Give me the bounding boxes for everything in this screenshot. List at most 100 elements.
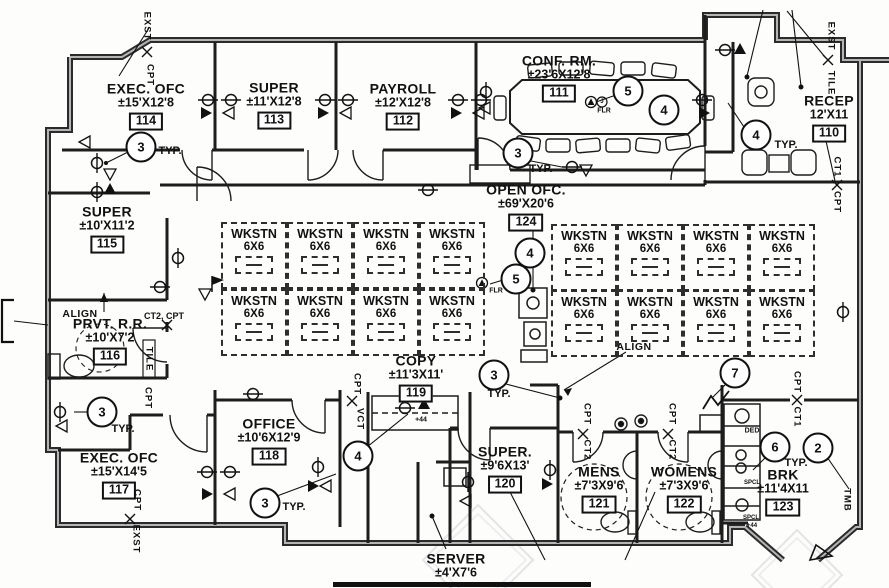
room-label-119: COPY ±11'3X11' 119 [389,353,443,403]
finish-tag-ct1: CT1 [791,406,803,428]
wkstn-desk [433,256,471,275]
wkstn-desk [235,323,273,342]
casework [371,287,761,521]
watermark-diamonds [421,503,844,588]
room-dims: ±10'6X12'9 [237,430,301,445]
room-label-115: SUPER ±10'X11'2 115 [79,204,135,254]
finish-tag-cpt: CPT [351,373,363,395]
room-label-118: OFFICE ±10'6X12'9 118 [237,416,301,466]
room-dims: ±12'X12'8 [375,95,431,110]
finish-tag-cpt: CPT [831,191,843,213]
room-number: 122 [666,495,702,514]
wkstn-size: 6X6 [573,243,595,256]
callout-bubble: 3 [478,359,510,391]
wkstn-size: 6X6 [243,308,265,321]
wkstn-label: WKSTN [693,229,739,243]
room-label-123: BRK ±11'4X11 123 [757,467,809,517]
room-number: 111 [542,84,576,103]
wkstn-size: 6X6 [375,308,397,321]
wkstn-size: 6X6 [375,241,397,254]
finish-tag-vct: VCT [354,408,366,430]
room-name: EXEC. OFC [79,449,159,466]
wkstn-label: WKSTN [759,295,805,309]
room-label-116: PRVT. R.R. ±10'X7'2 116 [72,315,148,366]
finish-tag-exst: EXST [130,524,142,554]
wkstn-size: 6X6 [771,309,793,322]
typ-label: TYP. [774,139,798,151]
room-name: PAYROLL [369,80,437,97]
conference-chairs [493,60,715,154]
wkstn-label: WKSTN [429,294,475,308]
callout-bubble: 3 [249,487,281,519]
finish-tag-ct2: CT2 [666,439,678,461]
room-name: SUPER [249,79,299,96]
scan-artifacts [0,298,591,587]
room-name: CONF. RM. [521,52,597,69]
wkstn-desk [565,258,603,277]
wkstn-label: WKSTN [561,295,607,309]
wkstn-size: 6X6 [441,308,463,321]
wkstn-size: 6X6 [309,241,331,254]
restroom-fixtures [47,323,723,535]
wkstn-size: 6X6 [771,243,793,256]
wkstn-desk [367,323,405,342]
room-number: 124 [508,213,544,232]
room-name: SUPER. [478,443,532,460]
finish-tag-tile: TILE [143,346,155,372]
entry-arrow-icon [808,543,835,562]
finish-tag-cpt: CPT [791,371,803,393]
room-name: RECEP [804,92,854,109]
typ-label: TYP. [529,163,553,175]
flr-label: FLR [597,107,611,115]
align-label: ALIGN [616,341,652,353]
wkstn-label: WKSTN [693,295,739,309]
room-name: MENS [578,463,620,480]
leader-dots [100,74,804,519]
typ-label: TYP. [282,501,306,513]
room-number: 123 [765,498,801,517]
room-name: PRVT. R.R. [72,315,148,332]
room-dims: ±11'X12'8 [246,94,302,109]
room-dims: ±11'4X11 [757,481,809,496]
room-number: 114 [128,112,164,131]
wkstn-desk [763,324,801,343]
junction-label: J [600,99,604,105]
room-number: 118 [251,447,287,466]
wkstn-label: WKSTN [363,227,409,241]
room-label-114: EXEC. OFC ±15'X12'8 114 [107,81,185,131]
wkstn-label: WKSTN [429,227,475,241]
wkstn-desk [631,324,669,343]
wkstn-label: WKSTN [627,295,673,309]
wkstn-label: WKSTN [759,229,805,243]
room-name: WOMENS [650,463,718,480]
spcl-label: SPCL [742,515,760,521]
finish-tag-cpt: CPT [666,403,678,425]
room-label-110: RECEP 12'X11 110 [804,92,854,143]
room-label-112: PAYROLL ±12'X12'8 112 [369,80,437,131]
typ-label: TYP. [111,423,135,435]
room-dims: ±4'X7'6 [435,565,477,580]
finish-tag-ct1: CT1 [831,156,843,178]
wkstn-desk [301,323,339,342]
wkstn-size: 6X6 [705,243,727,256]
wkstn-desk [697,324,735,343]
callout-bubble: 5 [500,263,532,295]
callout-bubble: 3 [502,137,534,169]
room-label-117: EXEC. OFC ±15'X14'5 117 [79,449,159,500]
room-dims: ±69'X20'6 [498,196,554,211]
room-dims: ±9'6X13' [480,458,530,473]
room-dims: ±15'X14'5 [91,464,147,479]
callout-bubble: 3 [86,396,118,428]
room-label-113: SUPER ±11'X12'8 113 [246,79,302,130]
wkstn-desk [367,256,405,275]
room-number: 110 [811,124,847,143]
